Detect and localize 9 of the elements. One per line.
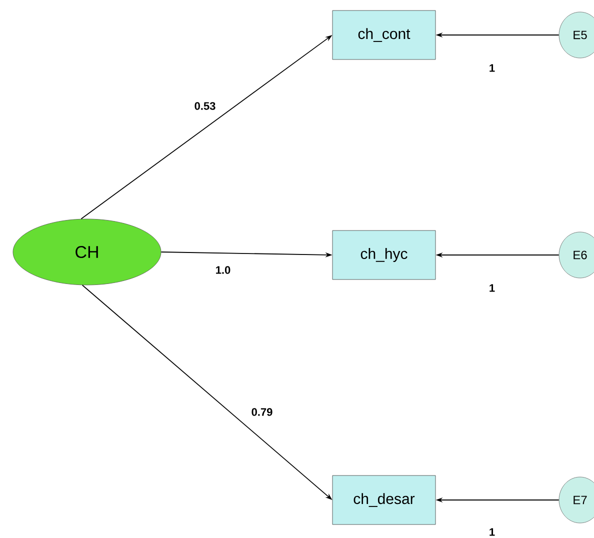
edge-label: 1 [490, 64, 495, 72]
observed-variable-box: ch_cont [332, 10, 436, 60]
edge-label: 1 [490, 528, 495, 536]
edge-label: 1.0 [216, 266, 230, 274]
edge-label: 0.79 [252, 408, 272, 416]
edge-label: 0.53 [194, 102, 216, 110]
edge-label: 1 [490, 284, 495, 292]
observed-variable-box: ch_desar [332, 475, 436, 525]
observed-variable-box: ch_hyc [332, 230, 436, 280]
